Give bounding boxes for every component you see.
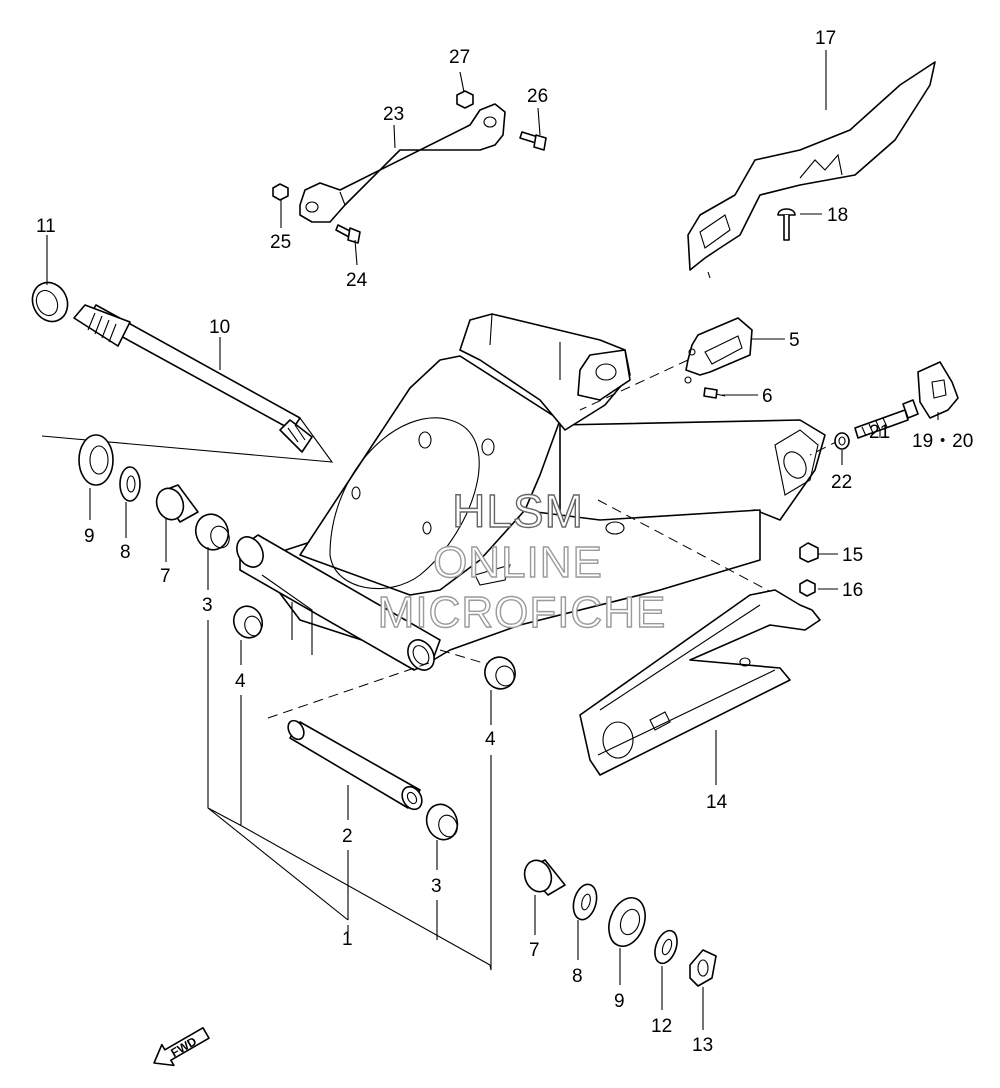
nut-part-22	[834, 432, 850, 450]
callout-15: 15	[842, 545, 863, 566]
callout-1: 1	[342, 929, 353, 950]
bearing-part-4-right	[484, 656, 516, 690]
watermark-line-2: ONLINE	[433, 538, 603, 587]
callout-16: 16	[842, 580, 863, 601]
callout-27: 27	[449, 47, 470, 68]
callout-7-upper: 7	[160, 566, 171, 587]
chain-adjuster-part-19-20	[917, 361, 959, 419]
callout-23: 23	[383, 104, 404, 125]
chain-buffer-part-14	[579, 589, 821, 776]
watermark: HLSM ONLINE MICROFICHE	[377, 484, 667, 637]
callout-19-20: 19・20	[912, 431, 973, 452]
spacer-part-7-upper	[155, 484, 199, 523]
nut-part-25	[272, 183, 289, 201]
seal-part-9-upper	[78, 434, 114, 486]
swingarm-part-1	[236, 313, 826, 671]
forward-direction-arrow: FWD	[153, 1027, 210, 1067]
nut-part-13	[689, 949, 717, 987]
leader-lines	[46, 50, 939, 1030]
bolt-part-15	[799, 542, 819, 563]
callout-11: 11	[36, 216, 56, 237]
callout-2: 2	[342, 826, 353, 847]
callout-25: 25	[270, 232, 291, 253]
bracket-part-5	[684, 317, 753, 384]
bolt-part-24	[335, 224, 361, 244]
bolt-part-26	[519, 131, 547, 151]
callout-6: 6	[762, 386, 773, 407]
callout-3-upper: 3	[202, 595, 213, 616]
pivot-shaft-part-10	[41, 304, 334, 463]
sleeve-part-2	[287, 719, 423, 811]
callout-5: 5	[789, 330, 800, 351]
nut-part-27	[456, 90, 474, 109]
callout-14: 14	[706, 792, 728, 813]
washer-part-8-upper	[119, 466, 141, 502]
washer-part-12	[654, 929, 678, 965]
callout-17: 17	[815, 28, 836, 49]
callout-9-lower: 9	[614, 991, 625, 1012]
callout-12: 12	[651, 1016, 672, 1037]
alignment-line-5	[579, 359, 689, 411]
callout-21: 21	[869, 422, 890, 443]
callout-22: 22	[831, 472, 852, 493]
bearing-part-3-lower	[425, 803, 459, 841]
alignment-line-4b	[439, 649, 491, 666]
callout-4-left: 4	[235, 671, 246, 692]
callout-9-upper: 9	[84, 526, 95, 547]
adjuster-bolt-part-21	[854, 399, 919, 439]
watermark-line-3: MICROFICHE	[378, 588, 667, 637]
screw-part-18	[777, 208, 796, 241]
nut-part-16	[799, 579, 816, 597]
callout-13: 13	[692, 1035, 713, 1056]
callout-7-lower: 7	[529, 940, 540, 961]
spacer-part-7-lower	[523, 859, 566, 896]
callout-26: 26	[527, 86, 548, 107]
callout-8-upper: 8	[120, 542, 131, 563]
callout-3-lower: 3	[431, 876, 442, 897]
bearing-part-4-left	[232, 605, 264, 639]
bolt-part-6	[703, 387, 726, 399]
washer-part-8-lower	[572, 883, 598, 921]
callout-24: 24	[346, 270, 368, 291]
torque-link-part-23	[299, 103, 506, 223]
chain-guard-part-17	[687, 61, 936, 279]
bearing-part-3-upper	[194, 513, 230, 551]
watermark-line-1: HLSM	[452, 485, 584, 537]
alignment-line-2	[267, 661, 433, 719]
callout-labels: 27 26 23 25 24 17 18 11 10 5 6 19・20 21 …	[36, 28, 973, 1056]
lock-nut-part-11	[31, 281, 69, 323]
seal-part-9-lower	[608, 896, 646, 948]
callout-10: 10	[209, 317, 230, 338]
callout-8-lower: 8	[572, 966, 583, 987]
callout-18: 18	[827, 205, 848, 226]
callout-4-right: 4	[485, 729, 496, 750]
